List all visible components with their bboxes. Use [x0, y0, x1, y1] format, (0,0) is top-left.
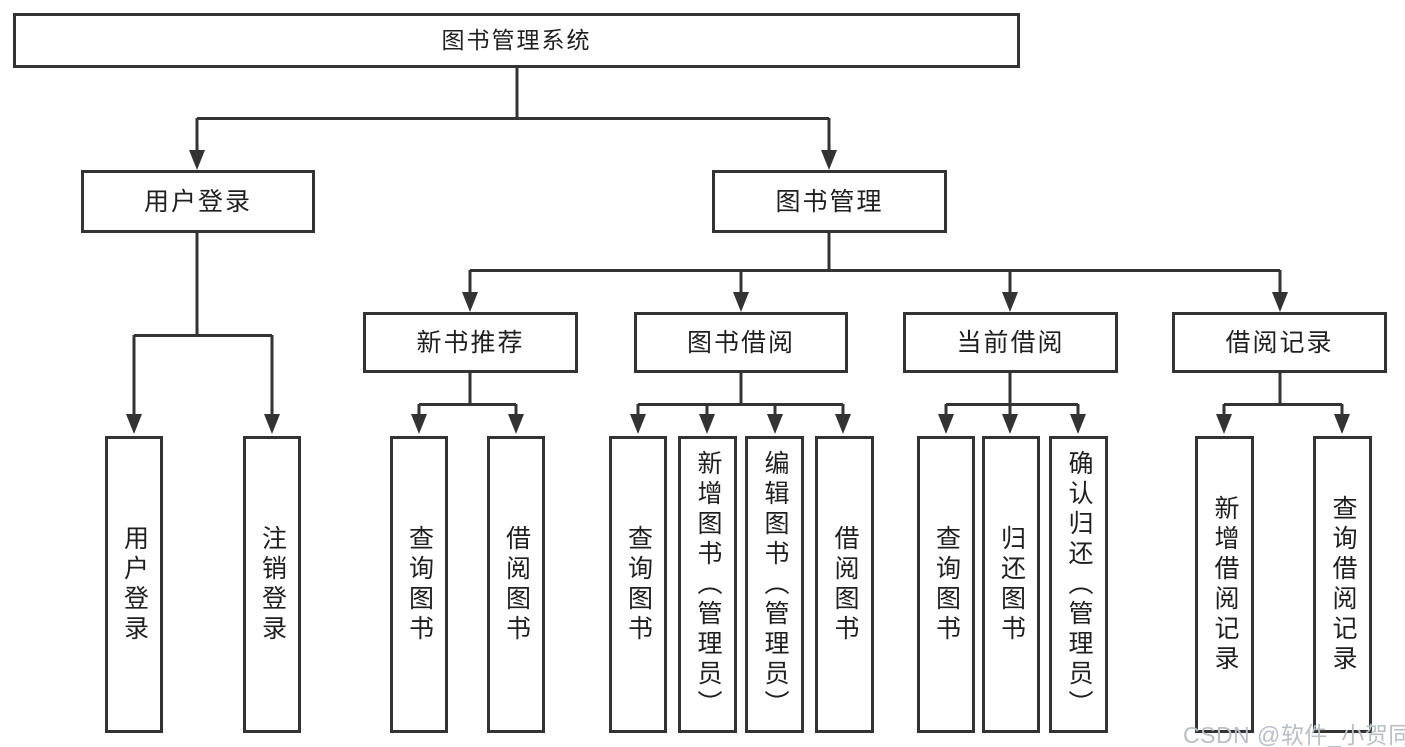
leaf-add-borrow-record: 新增借阅记录: [1195, 436, 1254, 733]
leaf-newbook-borrow-books: 借阅图书: [487, 436, 545, 733]
node-label: 查询图书: [624, 524, 653, 645]
connector-records-to-leaves: [1216, 372, 1350, 434]
connector-newbook-to-leaves: [411, 372, 524, 434]
csdn-watermark: CSDN @软件_小贺同学: [1183, 722, 1405, 747]
node-label: 图书管理: [775, 187, 884, 216]
leaf-add-books-admin: 新增图书（管理员）: [678, 436, 737, 733]
leaf-user-login: 用户登录: [105, 436, 163, 733]
node-book-borrowing: 图书借阅: [634, 312, 848, 373]
node-label: 图书管理系统: [441, 26, 592, 53]
node-label: 借阅图书: [502, 524, 531, 645]
node-label: 用户登录: [143, 187, 252, 216]
leaf-current-query-books: 查询图书: [917, 436, 975, 733]
leaf-borrow-borrow-books: 借阅图书: [815, 436, 874, 733]
node-label: 新增借阅记录: [1211, 494, 1239, 675]
leaf-edit-books-admin: 编辑图书（管理员）: [745, 436, 804, 733]
connector-bookborrow-to-leaves: [630, 372, 851, 434]
node-label: 用户登录: [120, 524, 149, 645]
node-label: 查询图书: [405, 524, 434, 645]
node-new-book-recommendation: 新书推荐: [363, 312, 578, 373]
node-label: 新增图书（管理员）: [694, 449, 722, 720]
node-label: 当前借阅: [956, 328, 1065, 357]
node-library-management-system: 图书管理系统: [13, 13, 1020, 68]
node-label: 借阅记录: [1225, 328, 1334, 357]
node-label: 查询借阅记录: [1329, 494, 1357, 675]
node-label: 归还图书: [997, 524, 1026, 645]
connector-bookmgmt-to-level3: [462, 233, 1288, 312]
node-current-borrowing: 当前借阅: [903, 312, 1118, 373]
node-borrowing-records: 借阅记录: [1172, 312, 1387, 373]
node-label: 注销登录: [258, 524, 287, 645]
leaf-logout: 注销登录: [243, 436, 301, 733]
node-label: 借阅图书: [831, 524, 859, 645]
node-book-management: 图书管理: [712, 170, 947, 233]
node-label: 确认归还（管理员）: [1065, 449, 1093, 720]
node-user-login: 用户登录: [81, 170, 315, 233]
leaf-newbook-query-books: 查询图书: [390, 436, 448, 733]
leaf-return-books: 归还图书: [982, 436, 1040, 733]
node-label: 编辑图书（管理员）: [761, 449, 789, 720]
leaf-query-borrow-record: 查询借阅记录: [1313, 436, 1372, 733]
connector-root-to-level2: [189, 68, 837, 170]
leaf-borrow-query-books: 查询图书: [609, 436, 667, 733]
node-label: 查询图书: [932, 524, 961, 645]
connector-userlogin-to-leaves: [126, 233, 280, 434]
leaf-confirm-return-admin: 确认归还（管理员）: [1049, 436, 1108, 733]
node-label: 图书借阅: [686, 328, 795, 357]
node-label: 新书推荐: [416, 328, 525, 357]
connector-currentborrow-to-leaves: [938, 372, 1086, 434]
